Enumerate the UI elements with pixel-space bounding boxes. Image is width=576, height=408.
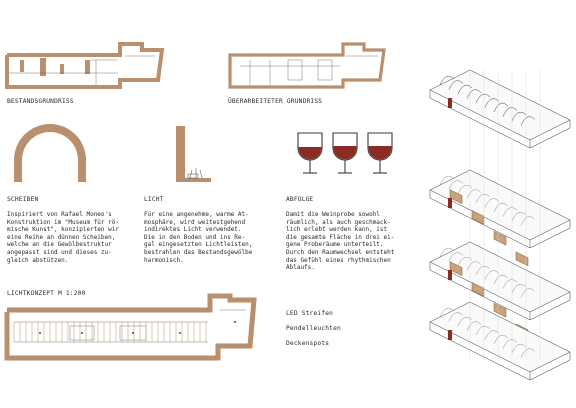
axonometric-view bbox=[429, 169, 571, 267]
axonometric-view bbox=[429, 301, 571, 381]
axonometric-view bbox=[429, 241, 571, 339]
legend-led-strips: LED Streifen bbox=[286, 310, 334, 317]
axonometric-view bbox=[429, 69, 571, 149]
legend-ceiling-spots: Deckenspots bbox=[286, 340, 330, 347]
heading-lichtkonzept: LICHTKONZEPT M 1:200 bbox=[7, 290, 86, 297]
text-licht: Für eine angenehme, warme At-mosphäre, w… bbox=[144, 211, 253, 264]
label-revised-plan: ÜBERARBEITETER GRUNDRISS bbox=[228, 98, 323, 105]
heading-licht: LICHT bbox=[144, 196, 164, 203]
label-existing-plan: BESTANDSGRUNDRISS bbox=[7, 98, 74, 105]
heading-abfolge: ABFOLGE bbox=[286, 196, 314, 203]
heading-scheiben: SCHEIBEN bbox=[7, 196, 39, 203]
legend-pendant-lights: Pendelleuchten bbox=[286, 325, 341, 332]
